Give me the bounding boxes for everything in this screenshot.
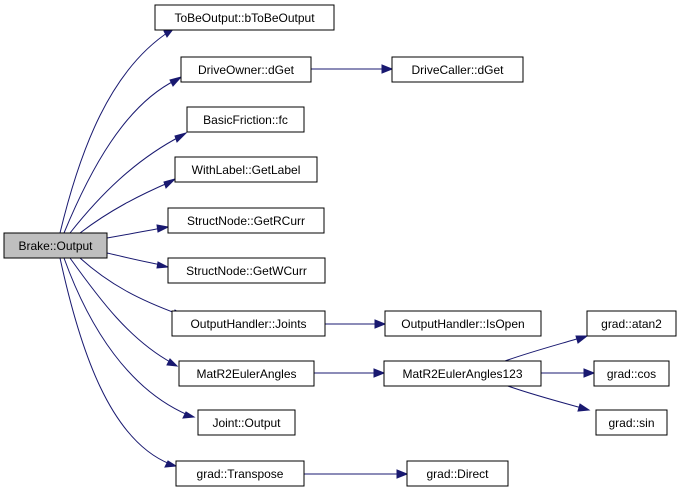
node-joint-output[interactable]: Joint::Output <box>197 409 296 436</box>
edge-n10-n11 <box>314 368 386 378</box>
node-label: Joint::Output <box>212 416 281 430</box>
edge-n16-n17 <box>304 469 409 479</box>
node-grad-direct[interactable]: grad::Direct <box>406 460 509 487</box>
node-label: grad::atan2 <box>601 317 662 331</box>
edge-root-n6 <box>106 224 170 239</box>
node-basicfriction-fc[interactable]: BasicFriction::fc <box>186 106 305 133</box>
node-withlabel-getlabel[interactable]: WithLabel::GetLabel <box>174 156 318 183</box>
edge-n2-n3 <box>311 64 394 74</box>
node-grad-transpose[interactable]: grad::Transpose <box>175 460 305 487</box>
edge-root-n5 <box>79 178 177 234</box>
node-driveowner-dget[interactable]: DriveOwner::dGet <box>180 56 312 83</box>
node-drivecaller-dget[interactable]: DriveCaller::dGet <box>391 56 524 83</box>
edge-root-n4 <box>69 132 188 234</box>
node-label: WithLabel::GetLabel <box>192 163 301 177</box>
node-label: OutputHandler::Joints <box>190 317 306 331</box>
node-label: Brake::Output <box>18 239 93 253</box>
node-structnode-getwcurr[interactable]: StructNode::GetWCurr <box>167 257 326 284</box>
node-label: MatR2EulerAngles <box>196 367 296 381</box>
node-label: ToBeOutput::bToBeOutput <box>174 11 315 25</box>
edge-n11-n14 <box>504 384 591 412</box>
nodes: Brake::Output ToBeOutput::bToBeOutput Dr… <box>3 4 677 487</box>
node-label: StructNode::GetRCurr <box>187 214 305 228</box>
node-label: DriveCaller::dGet <box>411 63 504 77</box>
edge-root-n10 <box>69 257 179 367</box>
node-grad-cos[interactable]: grad::cos <box>593 360 670 387</box>
node-label: grad::Direct <box>426 467 489 481</box>
node-outputhandler-joints[interactable]: OutputHandler::Joints <box>171 310 326 337</box>
edge-n8-n9 <box>325 319 387 329</box>
node-tobeoutput-btobeoutput[interactable]: ToBeOutput::bToBeOutput <box>154 4 335 31</box>
edges <box>59 27 596 479</box>
node-label: MatR2EulerAngles123 <box>402 367 522 381</box>
edge-root-n15 <box>63 257 196 419</box>
node-brake-output[interactable]: Brake::Output <box>3 232 108 259</box>
node-grad-sin[interactable]: grad::sin <box>595 409 668 436</box>
node-label: StructNode::GetWCurr <box>186 264 307 278</box>
node-matr2eulerangles[interactable]: MatR2EulerAngles <box>178 360 315 387</box>
node-structnode-getrcurr[interactable]: StructNode::GetRCurr <box>167 207 325 234</box>
edge-root-n7 <box>106 252 170 269</box>
edge-root-n16 <box>59 257 178 468</box>
node-label: DriveOwner::dGet <box>198 63 295 77</box>
node-grad-atan2[interactable]: grad::atan2 <box>586 310 677 337</box>
edge-n11-n12 <box>504 335 589 362</box>
node-matr2eulerangles123[interactable]: MatR2EulerAngles123 <box>383 360 542 387</box>
edge-n11-n13 <box>541 368 596 378</box>
node-outputhandler-isopen[interactable]: OutputHandler::IsOpen <box>384 310 542 337</box>
node-label: grad::sin <box>608 416 654 430</box>
node-label: OutputHandler::IsOpen <box>401 317 524 331</box>
node-label: grad::cos <box>607 367 656 381</box>
node-label: grad::Transpose <box>197 467 284 481</box>
edge-root-n2 <box>63 76 183 234</box>
node-label: BasicFriction::fc <box>203 113 288 127</box>
